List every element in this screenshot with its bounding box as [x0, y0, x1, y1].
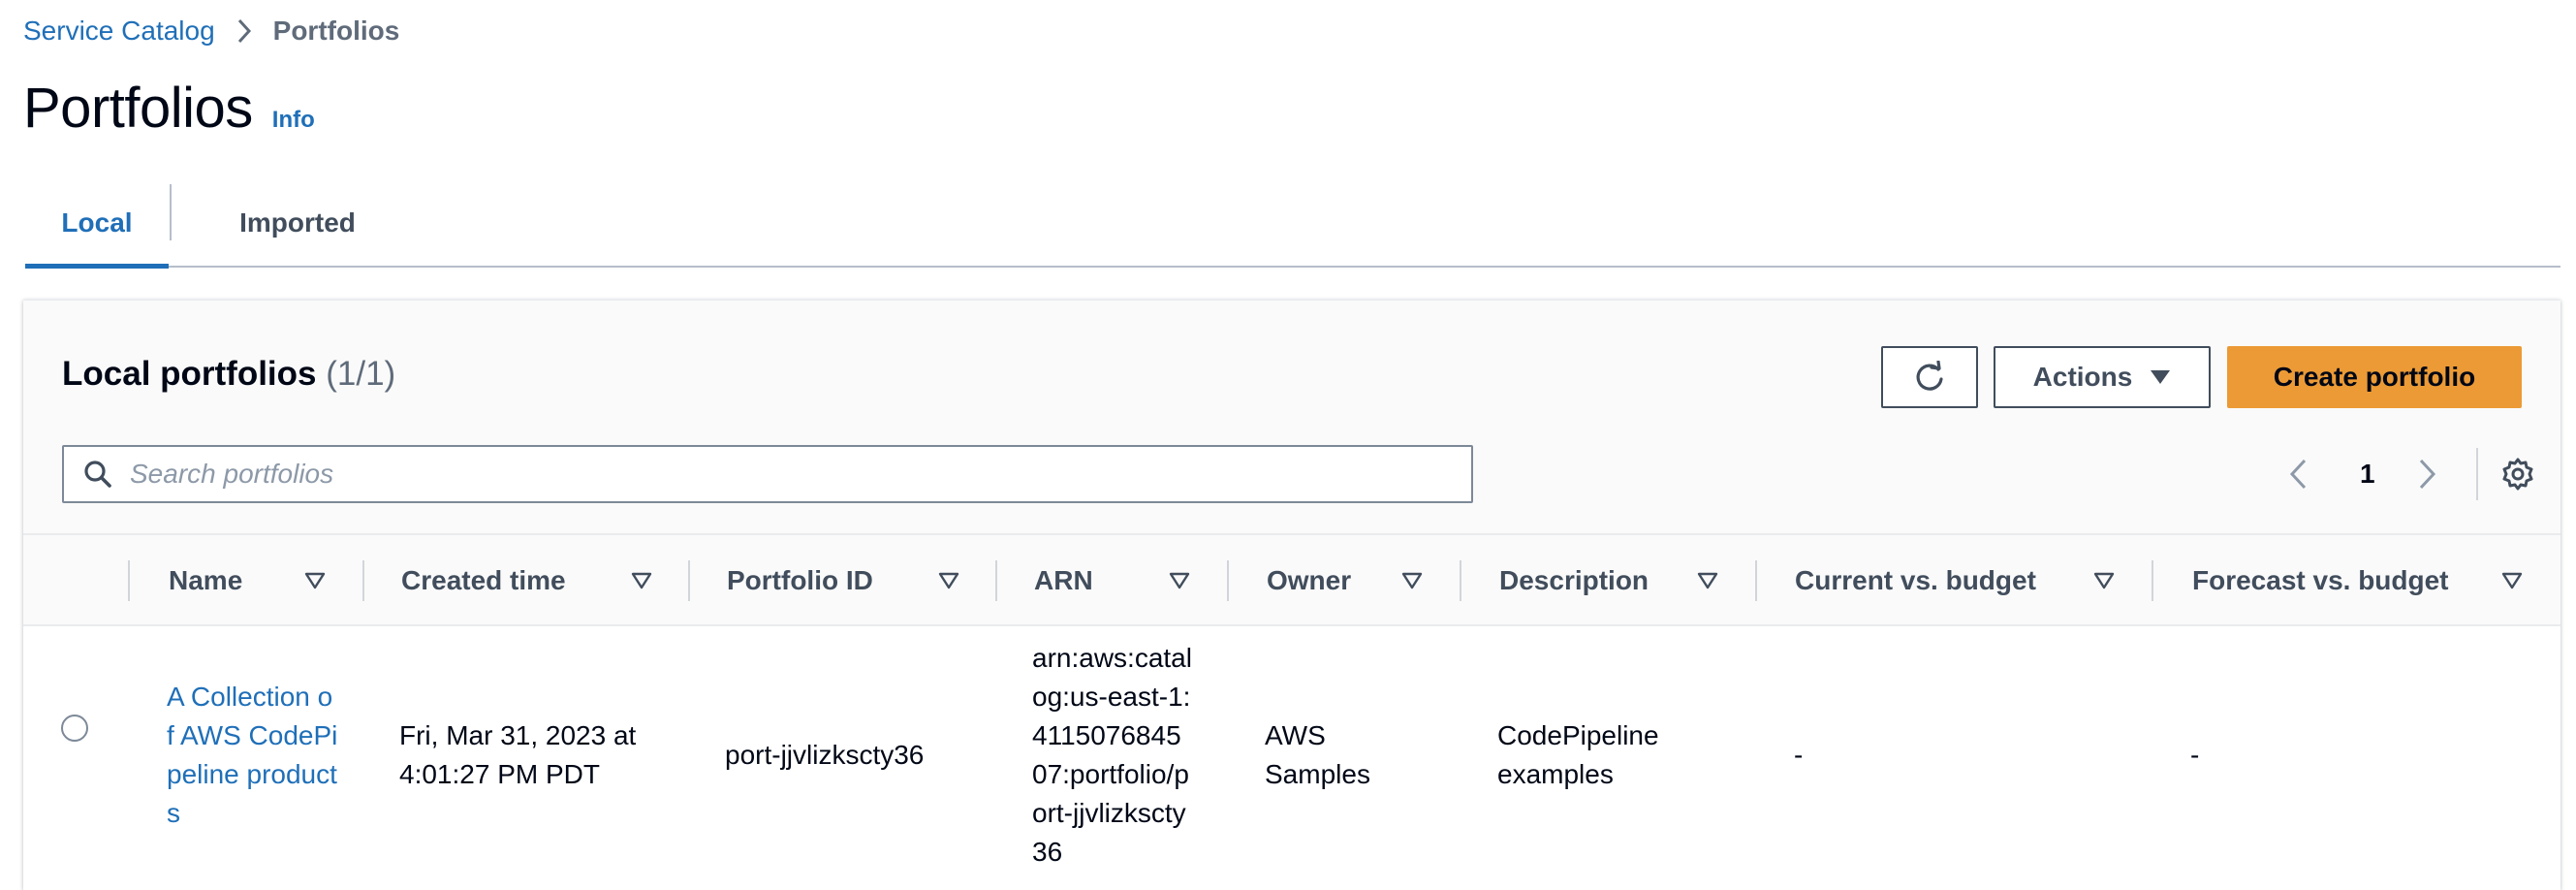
cell-created-time: Fri, Mar 31, 2023 at 4:01:27 PM PDT [399, 720, 637, 789]
column-separator [688, 560, 690, 601]
next-page-icon[interactable] [2417, 444, 2438, 504]
sort-icon[interactable] [304, 535, 326, 626]
search-box [62, 445, 1473, 503]
portfolio-name-link[interactable]: A Collection of AWS CodePipeline product… [167, 682, 338, 828]
table-title: Local portfolios (1/1) [62, 355, 395, 394]
actions-dropdown-button[interactable]: Actions [1994, 346, 2211, 408]
table-count: (1/1) [326, 355, 396, 393]
gear-icon[interactable] [2500, 444, 2535, 504]
page-title: Portfolios [23, 77, 253, 140]
column-label: Current vs. budget [1795, 565, 2036, 595]
cell-name: A Collection of AWS CodePipeline product… [167, 678, 339, 833]
caret-down-icon [2150, 369, 2171, 385]
column-separator [2152, 560, 2153, 601]
column-header-forecast-vs-budget[interactable]: Forecast vs. budget [2192, 535, 2449, 626]
table-head: Name Created time Portfolio ID ARN Owner… [23, 533, 2560, 626]
page-number[interactable]: 1 [2360, 459, 2375, 489]
cell-description: CodePipeline examples [1497, 720, 1659, 789]
column-separator [995, 560, 997, 601]
row-select-radio[interactable] [61, 715, 88, 742]
column-separator [1227, 560, 1229, 601]
actions-label: Actions [2032, 362, 2133, 392]
previous-page-icon[interactable] [2287, 444, 2309, 504]
table-title-text: Local portfolios [62, 355, 317, 393]
column-label: Forecast vs. budget [2192, 565, 2449, 595]
tab-local[interactable]: Local [25, 180, 169, 269]
search-icon [83, 460, 112, 489]
column-label: Owner [1267, 565, 1352, 595]
column-header-name[interactable]: Name [169, 535, 242, 626]
page-header: Portfolios Info [23, 76, 315, 141]
column-label: Name [169, 565, 243, 595]
cell-forecast-vs-budget: - [2190, 740, 2200, 770]
chevron-right-icon [236, 18, 252, 44]
sort-icon[interactable] [1697, 535, 1718, 626]
search-input[interactable] [130, 459, 1390, 490]
tab-list: Local Imported [25, 180, 2560, 269]
column-separator [362, 560, 364, 601]
column-separator [1460, 560, 1461, 601]
cell-portfolio-id: port-jjvlizksctу36 [725, 740, 925, 770]
sort-icon[interactable] [1169, 535, 1190, 626]
column-header-description[interactable]: Description [1499, 535, 1649, 626]
cell-arn: arn:aws:catalog:us-east-1:411507684507:p… [1032, 643, 1192, 867]
column-header-arn[interactable]: ARN [1034, 535, 1093, 626]
breadcrumb-service-catalog-link[interactable]: Service Catalog [23, 16, 215, 46]
refresh-button[interactable] [1881, 346, 1978, 408]
table-row [23, 626, 2560, 888]
column-separator [1755, 560, 1757, 601]
sort-icon[interactable] [631, 535, 652, 626]
column-label: ARN [1034, 565, 1093, 595]
sort-icon[interactable] [1401, 535, 1423, 626]
sort-icon[interactable] [2501, 535, 2523, 626]
info-link[interactable]: Info [271, 107, 315, 133]
column-separator [128, 560, 130, 601]
column-header-owner[interactable]: Owner [1267, 535, 1351, 626]
refresh-icon [1913, 361, 1946, 394]
cell-current-vs-budget: - [1794, 740, 1804, 770]
column-header-portfolio-id[interactable]: Portfolio ID [727, 535, 873, 626]
column-label: Portfolio ID [727, 565, 873, 595]
column-label: Description [1499, 565, 1649, 595]
breadcrumb: Service Catalog Portfolios [23, 14, 399, 48]
column-header-created-time[interactable]: Created time [401, 535, 566, 626]
cell-owner: AWS Samples [1265, 720, 1370, 789]
tab-imported[interactable]: Imported [239, 207, 356, 238]
portfolios-table-container: Local portfolios (1/1) Actions Create po… [23, 300, 2560, 890]
sort-icon[interactable] [2093, 535, 2115, 626]
create-portfolio-button[interactable]: Create portfolio [2227, 346, 2522, 408]
column-label: Created time [401, 565, 566, 595]
tab-divider [170, 184, 172, 240]
pagination-divider [2476, 448, 2478, 500]
column-header-current-vs-budget[interactable]: Current vs. budget [1795, 535, 2036, 626]
breadcrumb-current: Portfolios [272, 16, 400, 46]
sort-icon[interactable] [938, 535, 959, 626]
